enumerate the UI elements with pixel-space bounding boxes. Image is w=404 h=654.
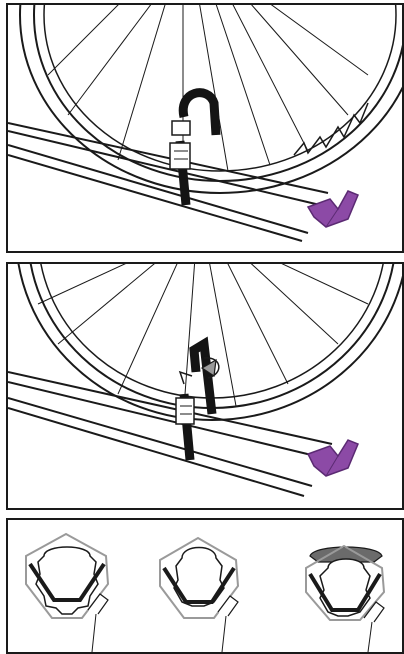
- illustration-strap-over-wheel: [8, 5, 402, 251]
- illustration-tire-profiles: [8, 520, 402, 652]
- wheel-spokes: [38, 264, 368, 408]
- illustration-strap-tightened: [8, 264, 402, 508]
- wheel-spokes: [48, 5, 368, 171]
- instruction-panel-1: [6, 3, 404, 253]
- wheel-tire-inner: [34, 5, 402, 181]
- wheel-rim: [44, 5, 396, 171]
- tire-profile-wide: [306, 546, 384, 652]
- buckle-icon: [170, 121, 190, 169]
- tray-rail-mid: [8, 382, 324, 458]
- strap: [194, 344, 212, 414]
- wheel-holder-icon: [308, 191, 358, 227]
- instruction-panel-2: [6, 262, 404, 510]
- tray-edge: [8, 408, 304, 496]
- buckle-icon: [176, 398, 194, 424]
- tire-profile-standard: [160, 538, 238, 652]
- tray-rail-top: [8, 123, 328, 193]
- wheel-holder-icon: [308, 440, 358, 476]
- tray-rail-bottom: [8, 398, 312, 486]
- tire-profile-knobby: [26, 534, 108, 652]
- instruction-panel-3: [6, 518, 404, 654]
